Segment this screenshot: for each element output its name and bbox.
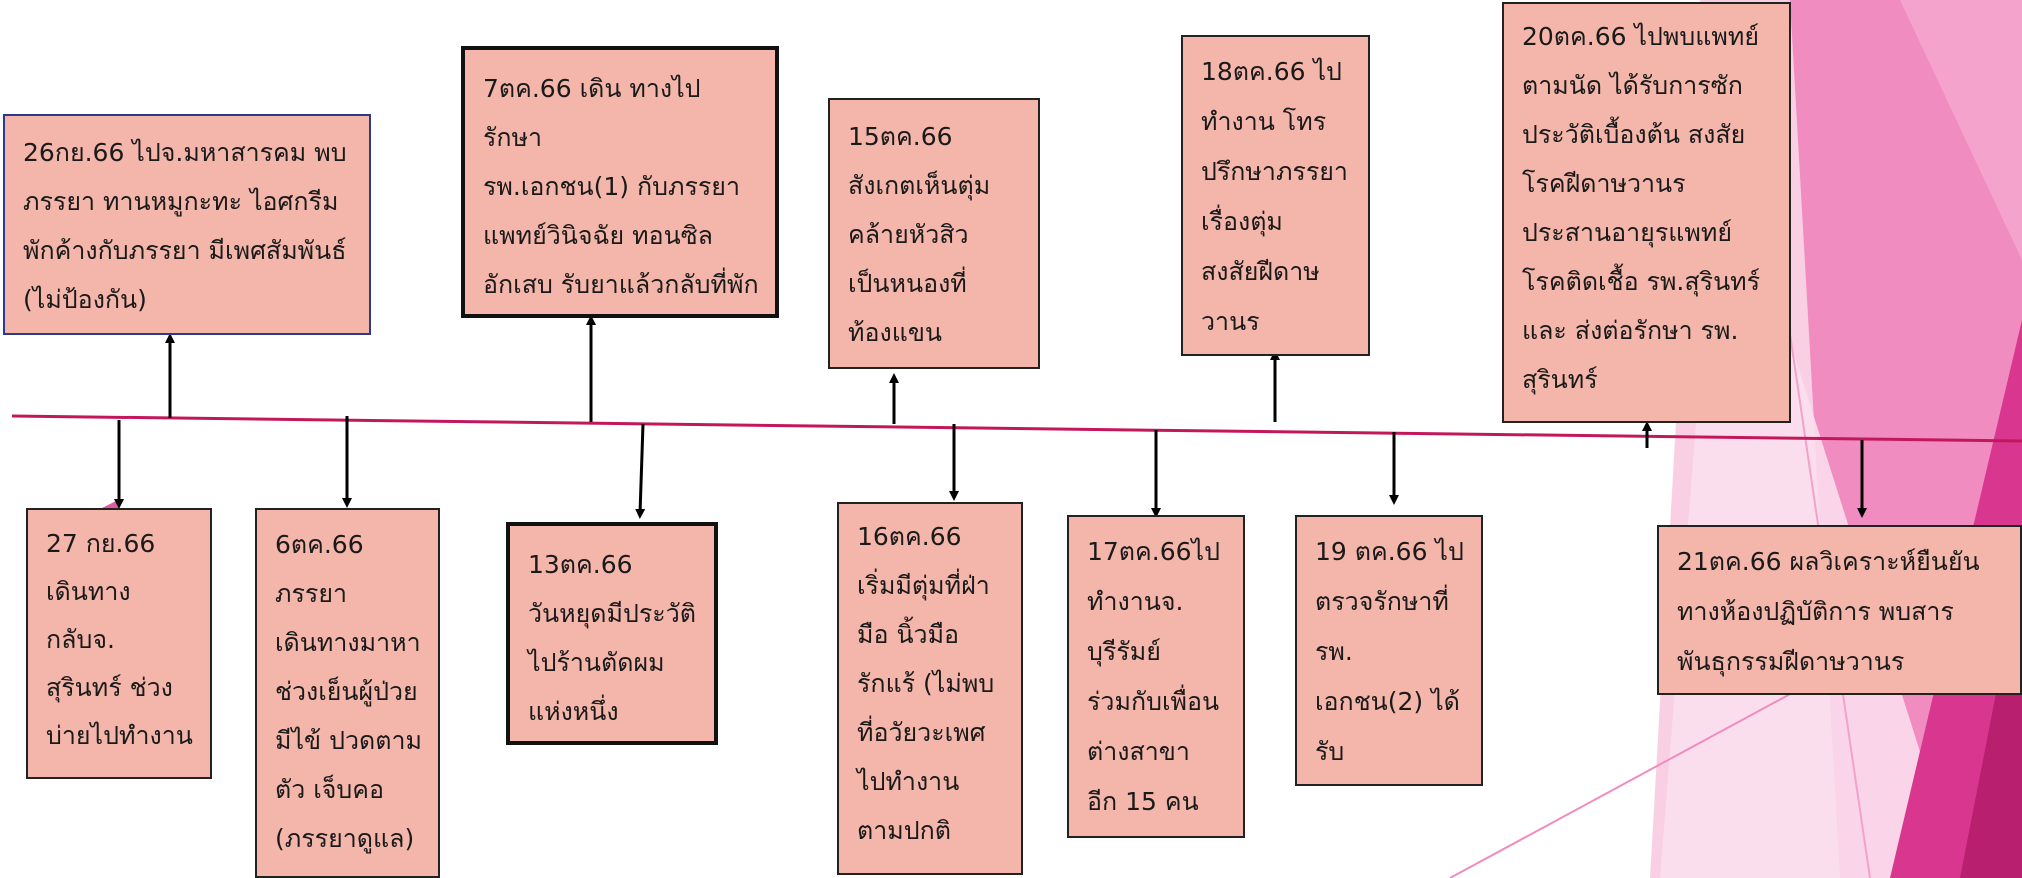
event-box-6oct: 6ตค.66 ภรรยา เดินทางมาหา ช่วงเย็นผู้ป่วย…	[255, 508, 440, 878]
event-box-21oct: 21ตค.66 ผลวิเคราะห์ยืนยัน ทางห้องปฏิบัติ…	[1657, 525, 2022, 695]
event-box-20oct: 20ตค.66 ไปพบแพทย์ ตามนัด ได้รับการซัก ปร…	[1502, 2, 1791, 423]
arrow-e5	[635, 423, 646, 519]
event-box-27sep: 27 กย.66 เดินทาง กลับจ. สุรินทร์ ช่วง บ่…	[26, 508, 212, 779]
event-box-19oct: 19 ตค.66 ไป ตรวจรักษาที่รพ. เอกชน(2) ได้…	[1295, 515, 1483, 786]
event-box-26sep: 26กย.66 ไปจ.มหาสารคม พบ ภรรยา ทานหมูกะทะ…	[3, 114, 371, 335]
event-box-13oct: 13ตค.66 วันหยุดมีประวัติ ไปร้านตัดผม แห่…	[506, 522, 718, 745]
deco-soft-triangle	[1900, 0, 2022, 260]
event-box-17oct: 17ตค.66ไป ทำงานจ. บุรีรัมย์ ร่วมกับเพื่อ…	[1067, 515, 1245, 838]
event-box-18oct: 18ตค.66 ไป ทำงาน โทร ปรึกษาภรรยา เรื่องต…	[1181, 35, 1370, 356]
event-box-16oct: 16ตค.66 เริ่มมีตุ่มที่ฝ่า มือ นิ้วมือ รั…	[837, 502, 1023, 875]
event-box-7oct: 7ตค.66 เดิน ทางไปรักษา รพ.เอกชน(1) กับภร…	[461, 46, 779, 318]
event-box-15oct: 15ตค.66 สังเกตเห็นตุ่ม คล้ายหัวสิว เป็นห…	[828, 98, 1040, 369]
